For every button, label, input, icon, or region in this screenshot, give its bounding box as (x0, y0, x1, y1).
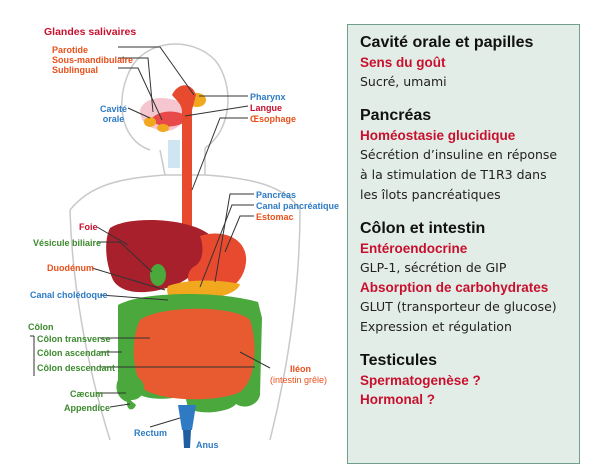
label-vesicule-biliaire: Vésicule biliaire (33, 238, 102, 248)
section-colon-intestin: Côlon et intestin Entéroendocrine GLP-1,… (360, 219, 579, 337)
label-parotide: Parotide (52, 45, 89, 55)
label-colon: Côlon (28, 322, 54, 332)
section-heading: Absorption de carbohydrates (360, 280, 549, 295)
label-rectum: Rectum (134, 428, 168, 438)
section-title: Cavité orale et papilles (360, 34, 534, 51)
label-pancreas: Pancréas (256, 190, 297, 200)
section-text: GLUT (transporteur de glucose) Expressio… (360, 299, 557, 334)
label-langue: Langue (250, 103, 283, 113)
body-outline (69, 43, 301, 441)
anus-shape (183, 430, 191, 448)
label-pharynx: Pharynx (250, 92, 286, 102)
stomach-shape (187, 233, 247, 294)
caecum-shape (120, 376, 144, 400)
label-anus: Anus (196, 440, 219, 450)
label-ileon: Iléon (290, 364, 312, 374)
label-canal-pancreatique: Canal pancréatique (256, 201, 340, 211)
label-duodenum: Duodénum (47, 263, 94, 273)
label-glandes-salivaires: Glandes salivaires (44, 26, 137, 38)
section-title: Testicules (360, 352, 438, 369)
label-colon-ascendant: Côlon ascendant (37, 348, 110, 358)
section-text: GLP-1, sécrétion de GIP (360, 260, 507, 275)
info-panel: Cavité orale et papilles Sens du goût Su… (347, 24, 580, 464)
section-text: Sécrétion d’insuline en réponse à la sti… (360, 147, 558, 202)
leader-lines (30, 46, 271, 428)
liver-shape (106, 219, 211, 293)
section-heading: Homéostasie glucidique (360, 128, 516, 143)
label-caecum: Cæcum (70, 389, 104, 399)
label-colon-transverse: Côlon transverse (37, 334, 111, 344)
section-heading: Sens du goût (360, 55, 446, 70)
pharynx-shape (168, 140, 180, 168)
label-foie: Foie (79, 222, 98, 232)
label-canal-choledoque: Canal cholédoque (30, 290, 108, 300)
section-text: Sucré, umami (360, 74, 447, 89)
section-pancreas: Pancréas Homéostasie glucidique Sécrétio… (360, 106, 579, 205)
label-appendice: Appendice (64, 403, 111, 413)
digestive-system-illustration (30, 43, 301, 448)
label-oesophage: Œsophage (250, 114, 297, 124)
small-intestine-shape (133, 308, 255, 400)
appendix-shape (126, 398, 136, 410)
section-heading: Hormonal ? (360, 392, 436, 407)
label-cavite-orale: Cavité orale (100, 104, 128, 124)
label-colon-descendant: Côlon descendant (37, 363, 116, 373)
section-testicules: Testicules Spermatogenèse ? Hormonal ? (360, 351, 579, 409)
sublingual-gland-shape (157, 124, 169, 132)
label-sous-mandibulaire: Sous-mandibulaire (52, 55, 134, 65)
section-title: Côlon et intestin (360, 220, 486, 237)
oesophagus-shape (172, 85, 196, 258)
label-estomac: Estomac (256, 212, 294, 222)
submandibular-gland-shape (144, 117, 156, 127)
section-cavite-orale: Cavité orale et papilles Sens du goût Su… (360, 33, 579, 92)
gallbladder-shape (150, 264, 166, 286)
section-heading: Spermatogenèse ? (360, 373, 481, 388)
section-title: Pancréas (360, 107, 432, 124)
label-sublingual: Sublingual (52, 65, 98, 75)
section-heading: Entéroendocrine (360, 241, 468, 256)
rectum-shape (178, 405, 196, 430)
label-intestin-grele: (intestin grêle) (270, 375, 328, 385)
